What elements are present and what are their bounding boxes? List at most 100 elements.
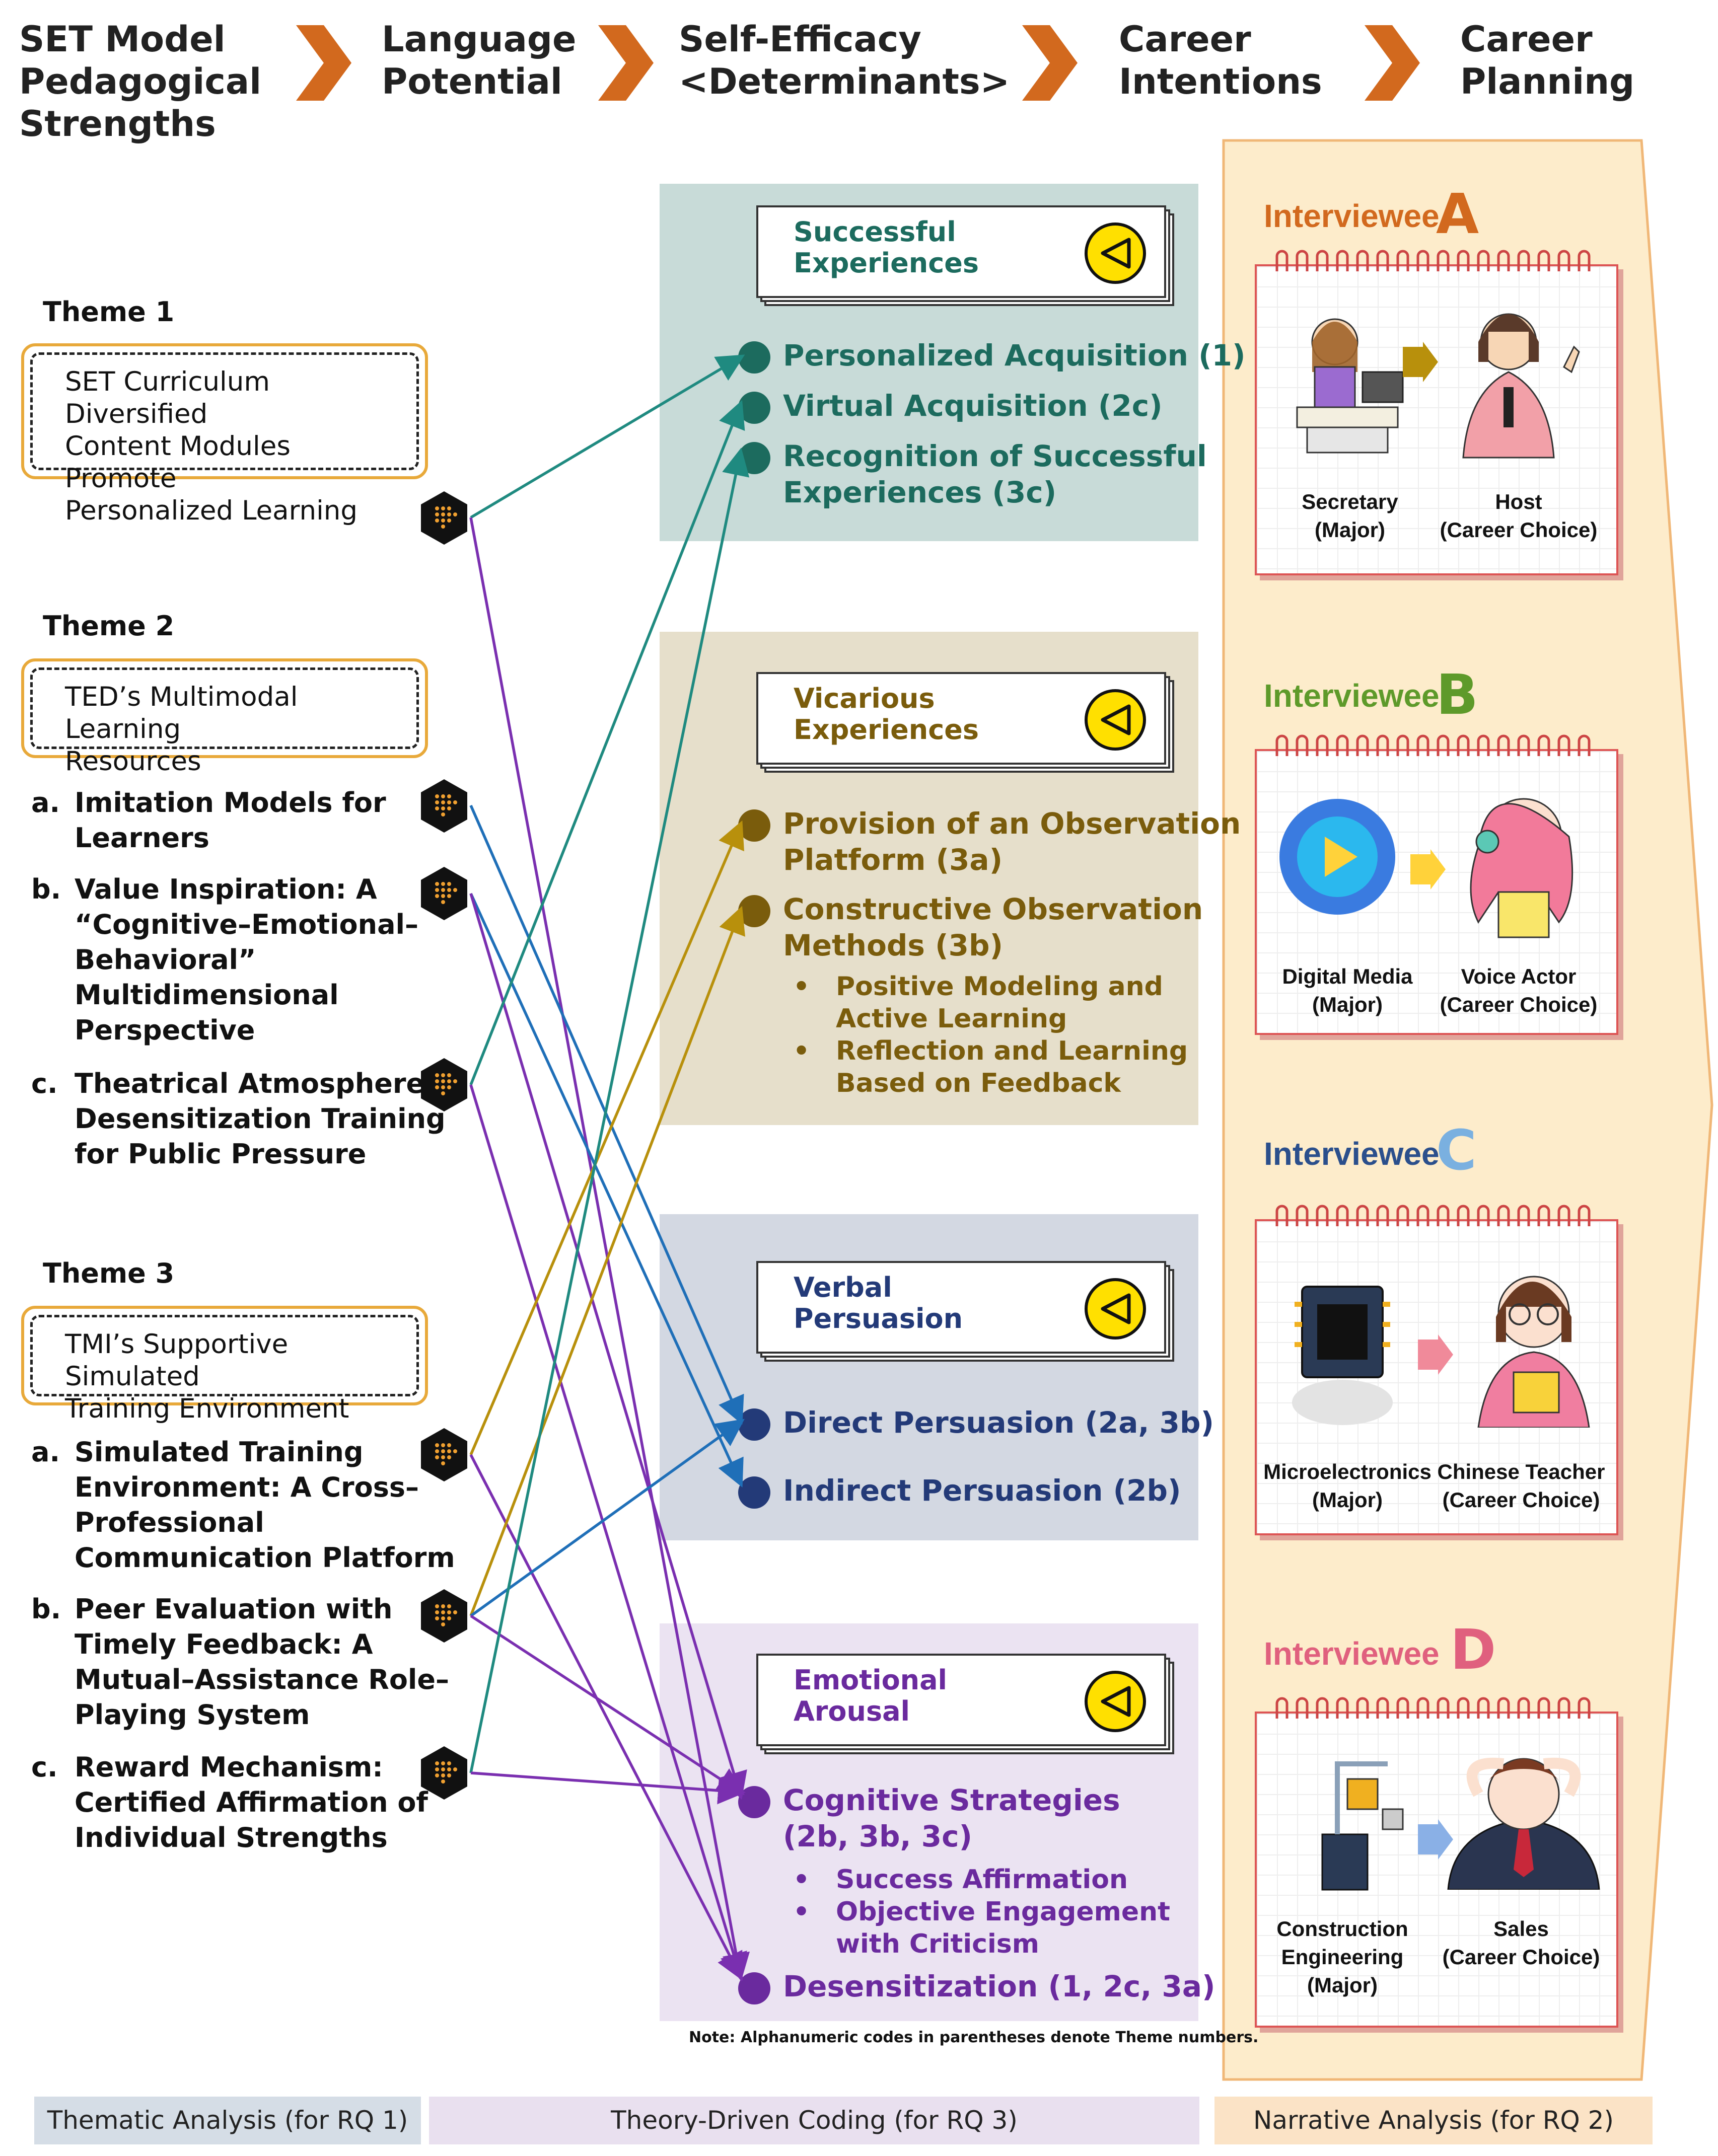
arrow-2c-desensitization	[469, 1084, 747, 1981]
card-title: Vicarious Experiences	[794, 683, 979, 746]
arrow-2c-virtual	[469, 400, 745, 1086]
bullet-objective-engagement: Objective Engagement with Criticism	[836, 1897, 1170, 1959]
theme3-sub-letter: c.	[31, 1751, 58, 1783]
theme3-sub-c: Reward Mechanism: Certified Affirmation …	[75, 1751, 428, 1853]
bullet-reflection: Reflection and Learning Based on Feedbac…	[836, 1036, 1188, 1098]
card-title: Verbal Persuasion	[794, 1272, 963, 1334]
interviewee-b-letter: B	[1436, 662, 1478, 727]
card-verbal: Verbal Persuasion	[756, 1261, 1174, 1362]
arrow-right-icon	[1410, 849, 1446, 889]
arrow-3c-recognition	[469, 448, 750, 1773]
header-col-career-planning: Career Planning	[1460, 19, 1635, 102]
arrow-right-icon	[1418, 1334, 1453, 1375]
hex-arrow-icon	[421, 1428, 467, 1481]
arrow-3c-cognitive	[470, 1771, 746, 1805]
spiral-binding-icon	[1275, 250, 1591, 271]
theme3-title: Theme 3	[43, 1257, 175, 1289]
chevron-right-icon	[1022, 25, 1078, 101]
interviewee-b-career: Voice Actor (Career Choice)	[1440, 964, 1598, 1016]
play-back-icon	[1085, 222, 1146, 284]
hex-arrow-icon	[421, 1058, 467, 1111]
play-back-icon	[1085, 1278, 1146, 1340]
theme2-sub-letter: c.	[31, 1068, 58, 1099]
header-col-language: Language Potential	[382, 19, 577, 102]
item-direct-persuasion: Direct Persuasion (2a, 3b)	[783, 1405, 1214, 1440]
notepad-d: Construction Engineering (Major) Sales (…	[1255, 1697, 1618, 2028]
interviewee-a-label: Interviewee	[1264, 198, 1440, 234]
microchip-illustration	[1292, 1286, 1393, 1425]
interviewee-c-major: Microelectronics (Major)	[1263, 1460, 1431, 1512]
card-successful: Successful Experiences	[756, 205, 1174, 306]
arrow-t1-desensitization	[469, 517, 750, 1981]
theme3-sub-b: Peer Evaluation with Timely Feedback: A …	[75, 1593, 450, 1731]
spiral-binding-icon	[1275, 1205, 1591, 1226]
bullet-success-affirmation: Success Affirmation	[836, 1865, 1128, 1895]
theme2-sub-b: Value Inspiration: A “Cognitive–Emotiona…	[75, 873, 419, 1046]
arrow-right-icon	[1403, 342, 1438, 382]
item-observation-methods: Constructive Observation Methods (3b)	[783, 892, 1203, 962]
theme1-text: SET Curriculum Diversified Content Modul…	[30, 352, 419, 526]
card-title: Successful Experiences	[794, 216, 979, 279]
theme3-box: TMI’s Supportive Simulated Training Envi…	[21, 1306, 428, 1424]
bullet-dot: •	[793, 1036, 810, 1066]
interviewee-b-major: Digital Media (Major)	[1282, 964, 1413, 1016]
host-illustration	[1462, 313, 1580, 459]
notepad-c: Microelectronics (Major) Chinese Teacher…	[1255, 1205, 1618, 1535]
arrow-right-icon	[1418, 1819, 1453, 1860]
secretary-illustration	[1296, 318, 1404, 454]
theme2-box: TED’s Multimodal Learning Resources	[21, 658, 428, 777]
construction-crane-illustration	[1321, 1761, 1404, 1891]
arrow-3a-observation	[469, 820, 744, 1456]
chevron-right-icon	[296, 25, 351, 101]
card-emotional: Emotional Arousal	[756, 1654, 1174, 1754]
footer-narrative-analysis: Narrative Analysis (for RQ 2)	[1214, 2097, 1653, 2144]
bullet-dot: •	[793, 1897, 810, 1927]
header-col-pedagogical: SET Model Pedagogical Strengths	[19, 19, 262, 144]
item-cognitive-strategies: Cognitive Strategies (2b, 3b, 3c)	[783, 1783, 1120, 1853]
connector-arrows	[469, 354, 750, 1981]
card-title: Emotional Arousal	[794, 1664, 948, 1727]
hex-arrow-icon	[421, 1589, 467, 1643]
theme3-text: TMI’s Supportive Simulated Training Envi…	[30, 1315, 419, 1424]
bullet-dot: •	[793, 1865, 810, 1895]
interviewee-d-label: Interviewee	[1264, 1635, 1440, 1672]
arrow-3b-methods	[469, 906, 745, 1616]
hex-arrow-icon	[421, 1746, 467, 1800]
interviewee-a-major: Secretary (Major)	[1302, 490, 1398, 542]
arrow-3b-cognitive	[470, 1614, 745, 1796]
voice-actor-illustration	[1470, 798, 1573, 938]
theme3-sub-letter: a.	[31, 1436, 60, 1468]
spiral-binding-icon	[1275, 1697, 1591, 1719]
salesman-illustration	[1447, 1757, 1600, 1890]
header-col-career-intentions: Career Intentions	[1119, 19, 1322, 102]
chevron-right-icon	[1365, 25, 1420, 101]
theme2-sub-letter: a.	[31, 787, 60, 819]
item-indirect-persuasion: Indirect Persuasion (2b)	[783, 1473, 1181, 1508]
hex-arrow-icon	[421, 867, 467, 920]
item-desensitization: Desensitization (1, 2c, 3a)	[783, 1969, 1215, 2003]
arrow-2b-cognitive	[469, 893, 747, 1800]
theme2-sub-letter: b.	[31, 873, 61, 905]
chevron-right-icon	[598, 25, 654, 101]
header-col-self-efficacy: Self-Efficacy <Determinants>	[679, 19, 1010, 102]
card-vicarious: Vicarious Experiences	[756, 672, 1174, 773]
media-play-icon	[1279, 799, 1395, 915]
hex-arrow-icon	[421, 491, 467, 545]
theme2-title: Theme 2	[43, 610, 175, 642]
theme3-sub-a: Simulated Training Environment: A Cross–…	[75, 1436, 455, 1574]
interviewee-c-career: Chinese Teacher (Career Choice)	[1437, 1460, 1605, 1512]
theme2-sub-c: Theatrical Atmosphere: Desensitization T…	[75, 1068, 446, 1170]
career-planning-panel	[1222, 139, 1713, 2081]
bullet-dot: •	[793, 972, 810, 1002]
play-back-icon	[1085, 689, 1146, 751]
theme2-sub-a: Imitation Models for Learners	[75, 787, 386, 854]
notepad-b: Digital Media (Major) Voice Actor (Caree…	[1255, 734, 1618, 1035]
interviewee-d-career: Sales (Career Choice)	[1442, 1917, 1600, 1969]
interviewee-a-career: Host (Career Choice)	[1440, 490, 1598, 542]
play-back-icon	[1085, 1671, 1146, 1732]
arrow-3b-direct	[470, 1419, 745, 1617]
hex-arrow-icon	[421, 779, 467, 833]
theme3-sub-letter: b.	[31, 1593, 61, 1625]
theme2-text: TED’s Multimodal Learning Resources	[30, 667, 419, 777]
item-recognition-successful: Recognition of Successful Experiences (3…	[783, 439, 1207, 509]
